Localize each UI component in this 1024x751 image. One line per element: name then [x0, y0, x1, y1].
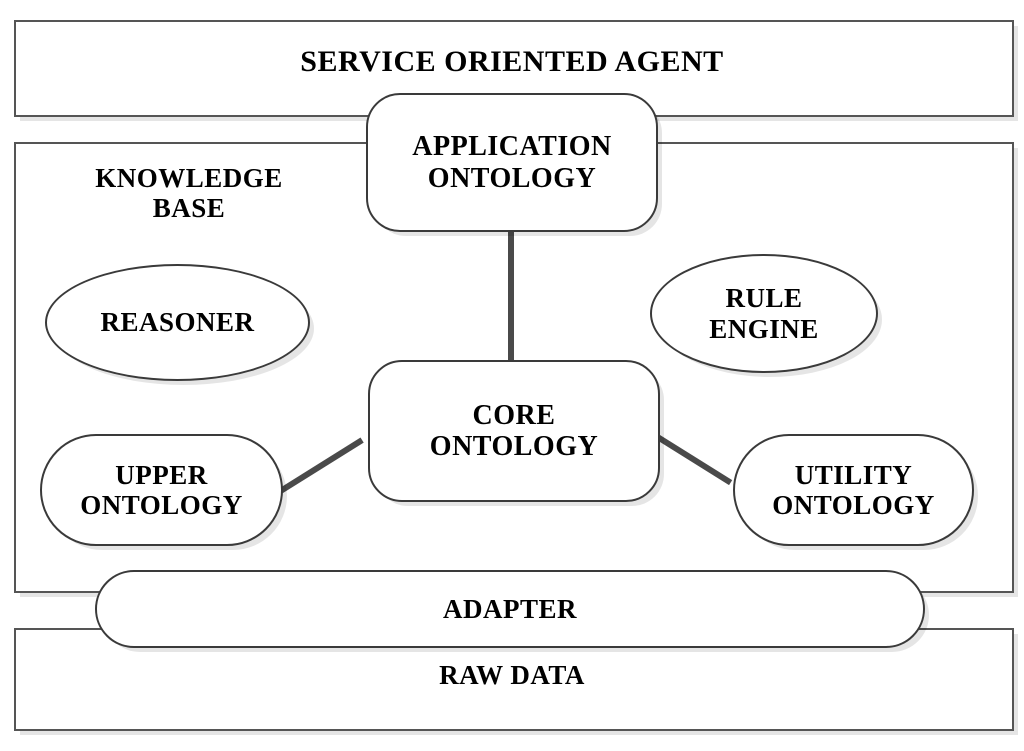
connector-application-to-core: [508, 230, 514, 363]
node-rule-engine-line1: RULE: [725, 283, 803, 314]
node-upper-ontology[interactable]: UPPER ONTOLOGY: [40, 434, 283, 546]
node-utility-ontology-line2: ONTOLOGY: [772, 490, 935, 520]
node-core-ontology[interactable]: CORE ONTOLOGY: [368, 360, 660, 502]
node-adapter[interactable]: ADAPTER: [95, 570, 925, 648]
label-knowledge-base-line2: BASE: [152, 193, 226, 224]
node-utility-ontology[interactable]: UTILITY ONTOLOGY: [733, 434, 974, 546]
label-knowledge-base-line1: KNOWLEDGE: [95, 163, 283, 193]
node-rule-engine-line2: ENGINE: [709, 313, 819, 344]
title-service-oriented-agent: SERVICE ORIENTED AGENT: [300, 45, 724, 78]
node-reasoner-label: REASONER: [100, 307, 255, 338]
node-application-ontology-line1: APPLICATION: [412, 131, 612, 163]
node-application-ontology[interactable]: APPLICATION ONTOLOGY: [366, 93, 658, 232]
node-application-ontology-line2: ONTOLOGY: [427, 162, 597, 194]
node-upper-ontology-line2: ONTOLOGY: [80, 490, 243, 520]
label-raw-data: RAW DATA: [439, 660, 585, 690]
node-reasoner[interactable]: REASONER: [45, 264, 310, 381]
label-knowledge-base: KNOWLEDGE BASE: [58, 163, 320, 223]
node-upper-ontology-line1: UPPER: [115, 459, 208, 490]
node-adapter-label: ADAPTER: [442, 593, 577, 624]
node-core-ontology-line1: CORE: [472, 399, 556, 431]
node-core-ontology-line2: ONTOLOGY: [429, 431, 599, 462]
node-utility-ontology-line1: UTILITY: [794, 459, 913, 490]
node-rule-engine[interactable]: RULE ENGINE: [650, 254, 878, 373]
